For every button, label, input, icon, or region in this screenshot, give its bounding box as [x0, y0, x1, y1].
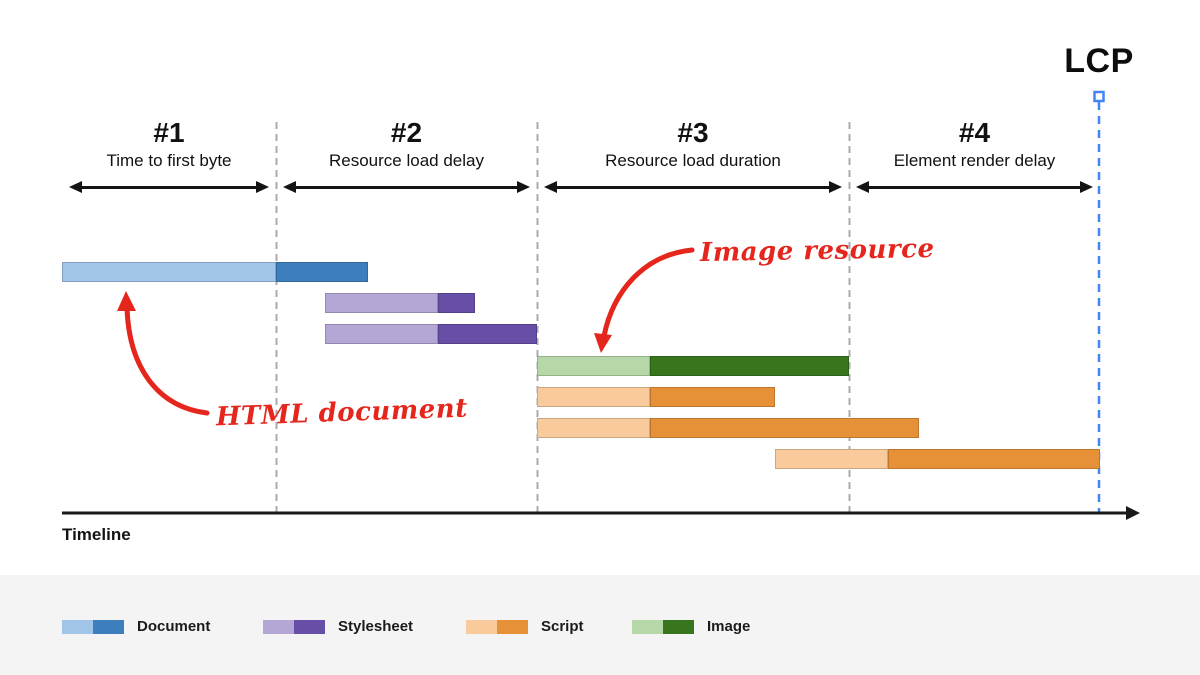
bar-segment-light — [537, 387, 650, 407]
bar-stylesheet — [325, 324, 537, 344]
legend-swatch-document — [62, 619, 124, 634]
legend-item-stylesheet: Stylesheet — [263, 618, 413, 635]
bar-script — [775, 449, 1100, 469]
lcp-label: LCP — [1064, 42, 1134, 80]
bar-segment-dark — [888, 449, 1100, 469]
phase-extent-arrow-2 — [283, 181, 530, 193]
timeline-axis-label: Timeline — [62, 525, 131, 544]
phase-extent-arrow-4 — [856, 181, 1093, 193]
legend-item-script: Script — [466, 618, 584, 635]
bar-segment-light — [775, 449, 888, 469]
legend-item-image: Image — [632, 618, 750, 635]
legend-swatch-script — [466, 619, 528, 634]
phase-number: #2 — [390, 117, 423, 148]
swatch-light — [632, 619, 663, 634]
bar-segment-dark — [438, 293, 475, 313]
swatch-dark — [93, 619, 124, 634]
phase-number: #4 — [958, 117, 991, 148]
bar-segment-light — [62, 262, 276, 282]
bar-segment-dark — [438, 324, 537, 344]
phase-extent-arrow-3 — [544, 181, 842, 193]
bar-segment-dark — [650, 356, 849, 376]
bar-stylesheet — [325, 293, 475, 313]
legend-label: Stylesheet — [338, 618, 414, 635]
phase-name: Time to first byte — [106, 151, 232, 170]
legend-swatch-image — [632, 619, 694, 634]
legend-item-document: Document — [62, 618, 210, 635]
bar-segment-dark — [650, 387, 775, 407]
legend-label: Image — [707, 618, 751, 635]
phase-number: #3 — [677, 117, 709, 148]
phase-extent-arrow-1 — [69, 181, 269, 193]
phase-name: Element render delay — [893, 151, 1056, 170]
legend-swatch-stylesheet — [263, 619, 325, 634]
image-resource-annotation: Image resource — [699, 233, 935, 269]
lcp-marker-square — [1093, 90, 1105, 103]
legend-label: Document — [137, 618, 211, 635]
html-document-arrow — [117, 291, 210, 416]
bar-segment-dark — [276, 262, 368, 282]
bar-document — [62, 262, 368, 282]
html-document-annotation: HTML document — [215, 393, 469, 433]
legend-label: Script — [541, 618, 584, 635]
swatch-dark — [294, 619, 325, 634]
phase-name: Resource load duration — [605, 151, 781, 170]
swatch-light — [466, 619, 497, 634]
bar-script — [537, 418, 919, 438]
bar-segment-dark — [650, 418, 919, 438]
swatch-dark — [663, 619, 694, 634]
bar-segment-light — [325, 293, 438, 313]
timeline-axis-arrowhead — [1126, 506, 1140, 520]
legend-band — [0, 575, 1200, 675]
phase-name: Resource load delay — [329, 151, 484, 170]
image-resource-arrow — [594, 247, 695, 353]
swatch-light — [62, 619, 93, 634]
bar-image — [537, 356, 849, 376]
swatch-dark — [497, 619, 528, 634]
phase-number: #1 — [153, 117, 185, 148]
bar-segment-light — [325, 324, 438, 344]
bar-segment-light — [537, 356, 650, 376]
swatch-light — [263, 619, 294, 634]
bar-segment-light — [537, 418, 650, 438]
bar-script — [537, 387, 775, 407]
